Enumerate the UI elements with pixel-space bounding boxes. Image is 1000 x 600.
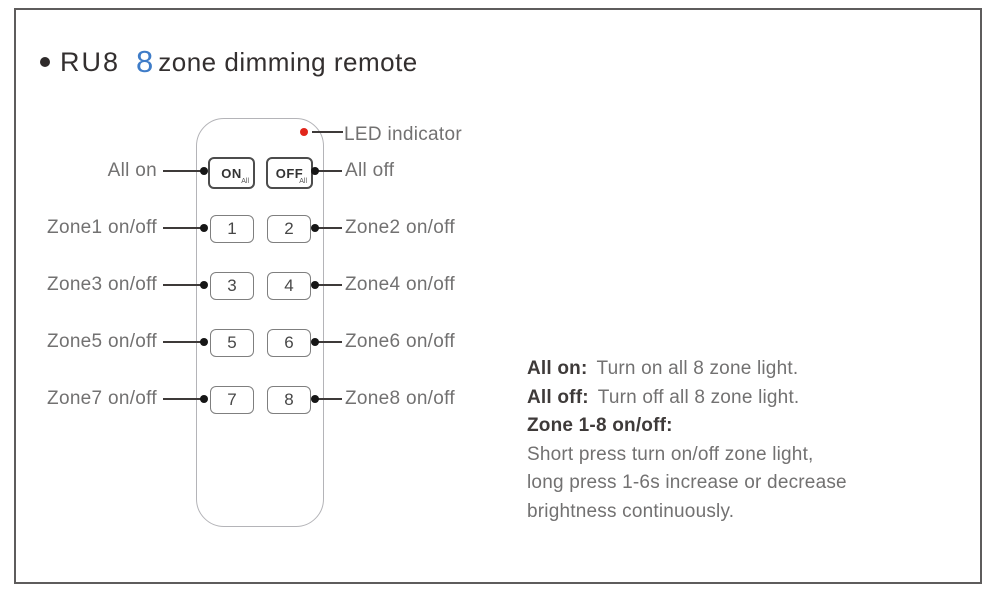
- description-term: All on:: [527, 358, 588, 379]
- callout-label-zone7-onoff: Zone7 on/off: [47, 388, 157, 409]
- title-product: RU8: [60, 46, 121, 77]
- callout-line-zone6: [316, 341, 342, 343]
- description-text: long press 1-6s increase or decrease: [527, 472, 847, 493]
- all-off-button: OFF All: [266, 157, 313, 189]
- description-term: All off:: [527, 386, 589, 408]
- description-text: brightness continuously.: [527, 500, 735, 522]
- page-title: RU8 8 zone dimming remote: [40, 44, 418, 80]
- callout-label-zone6-onoff: Zone6 on/off: [345, 331, 455, 352]
- callout-dot-zone5: [200, 338, 208, 346]
- callout-line-zone8: [316, 398, 342, 400]
- zone-2-button: 2: [267, 215, 311, 243]
- callout-dot-all-on: [200, 167, 208, 175]
- callout-dot-all-off: [311, 167, 319, 175]
- led-indicator-dot: [300, 128, 308, 136]
- description-line: Zone 1-8 on/off:: [527, 412, 917, 441]
- callout-dot-zone4: [311, 281, 319, 289]
- title-zone-count: 8: [136, 44, 154, 79]
- callout-line-all-on: [163, 170, 203, 172]
- callout-line-zone4: [316, 284, 342, 286]
- callout-label-all-on: All on: [107, 160, 157, 181]
- led-indicator-label: LED indicator: [344, 124, 462, 145]
- callout-line-zone2: [316, 227, 342, 229]
- callout-line-zone3: [163, 284, 203, 286]
- description-line: brightness continuously.: [527, 498, 917, 527]
- callout-label-zone8-onoff: Zone8 on/off: [345, 388, 455, 409]
- description-line: All on: Turn on all 8 zone light.: [527, 355, 917, 384]
- callout-dot-zone8: [311, 395, 319, 403]
- description-text: Turn off all 8 zone light.: [597, 386, 800, 408]
- all-on-button-label: ON: [221, 165, 242, 181]
- callout-label-zone1-onoff: Zone1 on/off: [47, 217, 157, 238]
- description-text: Turn on all 8 zone light.: [596, 358, 799, 379]
- zone-6-button: 6: [267, 329, 311, 357]
- callout-label-zone3-onoff: Zone3 on/off: [47, 274, 157, 295]
- callout-line-all-off: [316, 170, 342, 172]
- callout-dot-zone2: [311, 224, 319, 232]
- callout-label-zone5-onoff: Zone5 on/off: [47, 331, 157, 352]
- callout-label-all-off: All off: [345, 160, 395, 181]
- zone-5-button: 5: [210, 329, 254, 357]
- callout-dot-zone7: [200, 395, 208, 403]
- callout-line-zone5: [163, 341, 203, 343]
- zone-1-button: 1: [210, 215, 254, 243]
- callout-dot-zone6: [311, 338, 319, 346]
- description-block: All on: Turn on all 8 zone light. All off…: [527, 355, 917, 526]
- all-on-button-sub: All: [241, 178, 249, 185]
- callout-dot-zone3: [200, 281, 208, 289]
- zone-7-button: 7: [210, 386, 254, 414]
- description-line: long press 1-6s increase or decrease: [527, 469, 917, 498]
- description-line: Short press turn on/off zone light,: [527, 441, 917, 470]
- description-text: Short press turn on/off zone light,: [527, 443, 814, 465]
- description-line: All off: Turn off all 8 zone light.: [527, 384, 917, 413]
- page-frame: [14, 8, 982, 584]
- callout-label-zone2-onoff: Zone2 on/off: [345, 217, 455, 238]
- all-off-button-label: OFF: [275, 165, 304, 181]
- callout-line-zone7: [163, 398, 203, 400]
- callout-line-zone1: [163, 227, 203, 229]
- all-on-button: ON All: [208, 157, 255, 189]
- all-off-button-sub: All: [299, 178, 307, 185]
- title-bullet-icon: [40, 57, 50, 67]
- callout-dot-zone1: [200, 224, 208, 232]
- title-suffix: zone dimming remote: [158, 46, 418, 77]
- description-term: Zone 1-8 on/off:: [527, 415, 673, 436]
- zone-4-button: 4: [267, 272, 311, 300]
- zone-8-button: 8: [267, 386, 311, 414]
- callout-label-zone4-onoff: Zone4 on/off: [345, 274, 455, 295]
- led-callout-line: [312, 131, 343, 133]
- zone-3-button: 3: [210, 272, 254, 300]
